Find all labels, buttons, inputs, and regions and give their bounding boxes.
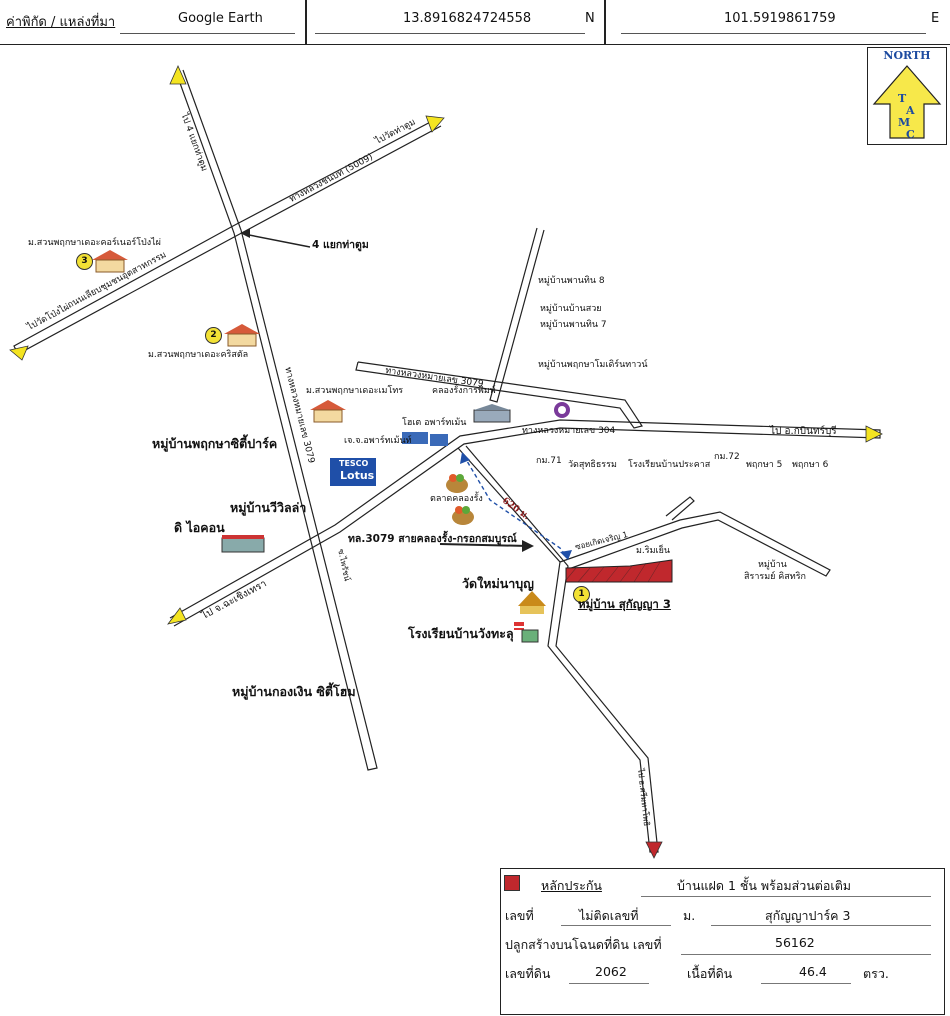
label-pruksa-city: หมู่บ้านพฤกษาซิตี้ปาร์ค: [152, 436, 278, 451]
arrow-north: [169, 65, 187, 85]
coord-label: ค่าพิกัด / แหล่งที่มา: [6, 15, 116, 30]
house-no-label: เลขที่: [505, 908, 534, 923]
label-pathin-7: หมู่บ้านพานทิน 7: [540, 320, 607, 330]
label-rimyen: ม.ริมเย็น: [636, 546, 671, 556]
house-icon: [92, 250, 128, 273]
north-title: NORTH: [883, 49, 931, 62]
arrow-south: [645, 841, 663, 859]
label-vila: หมู่บ้านวีวิลล่า: [230, 500, 307, 515]
lat-underline: [315, 33, 585, 34]
longitude-dir: E: [931, 11, 940, 26]
route-pointer: [439, 543, 529, 547]
source-value: Google Earth: [178, 11, 263, 26]
road-north-south: [175, 69, 378, 771]
label-lotus: Lotus: [340, 469, 375, 482]
marker-2: 2: [205, 327, 222, 344]
apartment-icon: [402, 432, 428, 444]
label-apartment: เจ.จ.อพาร์ทเม้นท์: [344, 436, 412, 446]
road-pathin: [489, 227, 545, 403]
label-pruksa-5: พฤกษา 5: [746, 460, 783, 470]
label-school-wang: โรงเรียนบ้านวังทะลุ: [408, 626, 514, 641]
north-arrow-icon: [872, 65, 942, 139]
label-tesco: TESCO: [339, 459, 369, 468]
label-village-3: ม.สวนพฤกษาเดอะคอร์เนอร์โป่งไผ่: [28, 238, 161, 248]
label-hotel: โฮเต อพาร์ทเม้น: [402, 418, 467, 428]
area-label: เนื้อที่ดิน: [687, 966, 733, 981]
label-km71: กม.71: [536, 456, 562, 466]
house-icon: [310, 400, 346, 423]
arrow-prachin: [865, 425, 883, 443]
temple-icon: [518, 591, 546, 614]
area-unit: ตรว.: [863, 966, 889, 981]
house-icon: [224, 324, 260, 347]
north-letter: T: [898, 92, 907, 105]
area-value: 46.4: [799, 964, 827, 979]
collateral-desc: บ้านแฝด 1 ชั้น พร้อมส่วนต่อเติม: [677, 878, 852, 893]
soi-road: [559, 511, 831, 577]
label-subject-village: หมู่บ้าน สุกัญญา 3: [578, 597, 671, 611]
label-pathin-8: หมู่บ้านพานทิน 8: [538, 276, 605, 286]
legend-box: หลักประกัน บ้านแฝด 1 ชั้น พร้อมส่วนต่อเต…: [500, 868, 945, 1015]
road-3079: [355, 361, 643, 429]
road-5009: [13, 117, 442, 355]
latitude-value: 13.8916824724558: [403, 11, 532, 26]
north-indicator: NORTH T A M C: [867, 47, 947, 145]
north-letter: M: [898, 116, 911, 129]
collateral-label: หลักประกัน: [541, 878, 602, 893]
label-ban-suay: หมู่บ้านบ้านสวย: [540, 304, 602, 314]
arrow-pongphai: [9, 345, 29, 361]
road-map: [9, 65, 883, 859]
junction-pointer: [243, 233, 311, 248]
land-no-label: เลขที่ดิน: [505, 966, 551, 981]
marker-3: 3: [76, 253, 93, 270]
label-km72: กม.72: [714, 452, 740, 462]
latitude-dir: N: [585, 11, 595, 26]
north-letter: C: [906, 128, 915, 141]
label-siriporn-2: สิรารมย์ คิสทริก: [744, 572, 807, 582]
header-divider: [604, 0, 606, 44]
arrow-thatum: [425, 115, 445, 133]
land-no-value: 2062: [595, 964, 627, 979]
north-letter: A: [906, 104, 915, 117]
deed-label: ปลูกสร้างบนโฉนดที่ดิน เลขที่: [505, 937, 662, 952]
moo-value: สุกัญญาปาร์ค 3: [765, 908, 851, 923]
label-pruksa-town: หมู่บ้านพฤกษาโมเดิร์นทาวน์: [538, 360, 648, 370]
deed-value: 56162: [775, 935, 815, 950]
label-siriporn-1: หมู่บ้าน: [758, 560, 787, 570]
collateral-swatch: [504, 875, 520, 891]
house-no-value: ไม่ติดเลขที่: [579, 908, 639, 923]
label-road-304: ทางหลวงหมายเลข 304: [522, 426, 616, 436]
source-underline: [120, 33, 295, 34]
label-junction: 4 แยกท่าตูม: [312, 239, 369, 251]
header-divider: [305, 0, 307, 44]
label-wat-sutthi: วัดสุทธิธรรม: [568, 460, 617, 470]
hotel-icon: [430, 434, 448, 446]
label-kongngern: หมู่บ้านกองเงิน ซิตี้โฮม: [232, 684, 356, 699]
lon-underline: [621, 33, 926, 34]
label-school-pra: โรงเรียนบ้านประคาส: [628, 460, 711, 470]
coordinate-header: ค่าพิกัด / แหล่งที่มา Google Earth 13.89…: [0, 0, 950, 45]
label-to-prachin: ไป อ.กบินทร์บุรี: [770, 426, 837, 437]
school-icon: [514, 622, 539, 643]
road-3079-south: [457, 445, 659, 853]
basket-icon: [446, 474, 468, 493]
arrow-chachoeng: [167, 607, 187, 625]
subject-parcel: [565, 559, 673, 583]
label-pruksa-6: พฤกษา 6: [792, 460, 829, 470]
printing-factory-icon: [473, 404, 511, 423]
label-printing: คลองรั้งการพิมพ์: [432, 386, 496, 396]
label-dicon: ดิ ไอคอน: [174, 520, 225, 535]
soi-branch: [665, 496, 695, 521]
label-road-3079-south: ทล.3079 สายคลองรั้ง-กรอกสมบูรณ์: [348, 533, 517, 545]
label-market: ตลาดคลองรั้ง: [430, 494, 483, 504]
building-icon: [221, 535, 265, 553]
longitude-value: 101.5919861759: [724, 11, 836, 26]
label-wat-mai: วัดใหม่นาบุญ: [462, 576, 534, 591]
basket-icon: [452, 506, 474, 525]
lotus-logo: [330, 458, 376, 486]
moo-label: ม.: [683, 908, 696, 923]
marker-1: 1: [573, 586, 590, 603]
label-village-2: ม.สวนพฤกษาเดอะคริสตัล: [148, 350, 249, 360]
label-pruksa-metro: ม.สวนพฤกษาเดอะเมโทร: [306, 386, 404, 396]
